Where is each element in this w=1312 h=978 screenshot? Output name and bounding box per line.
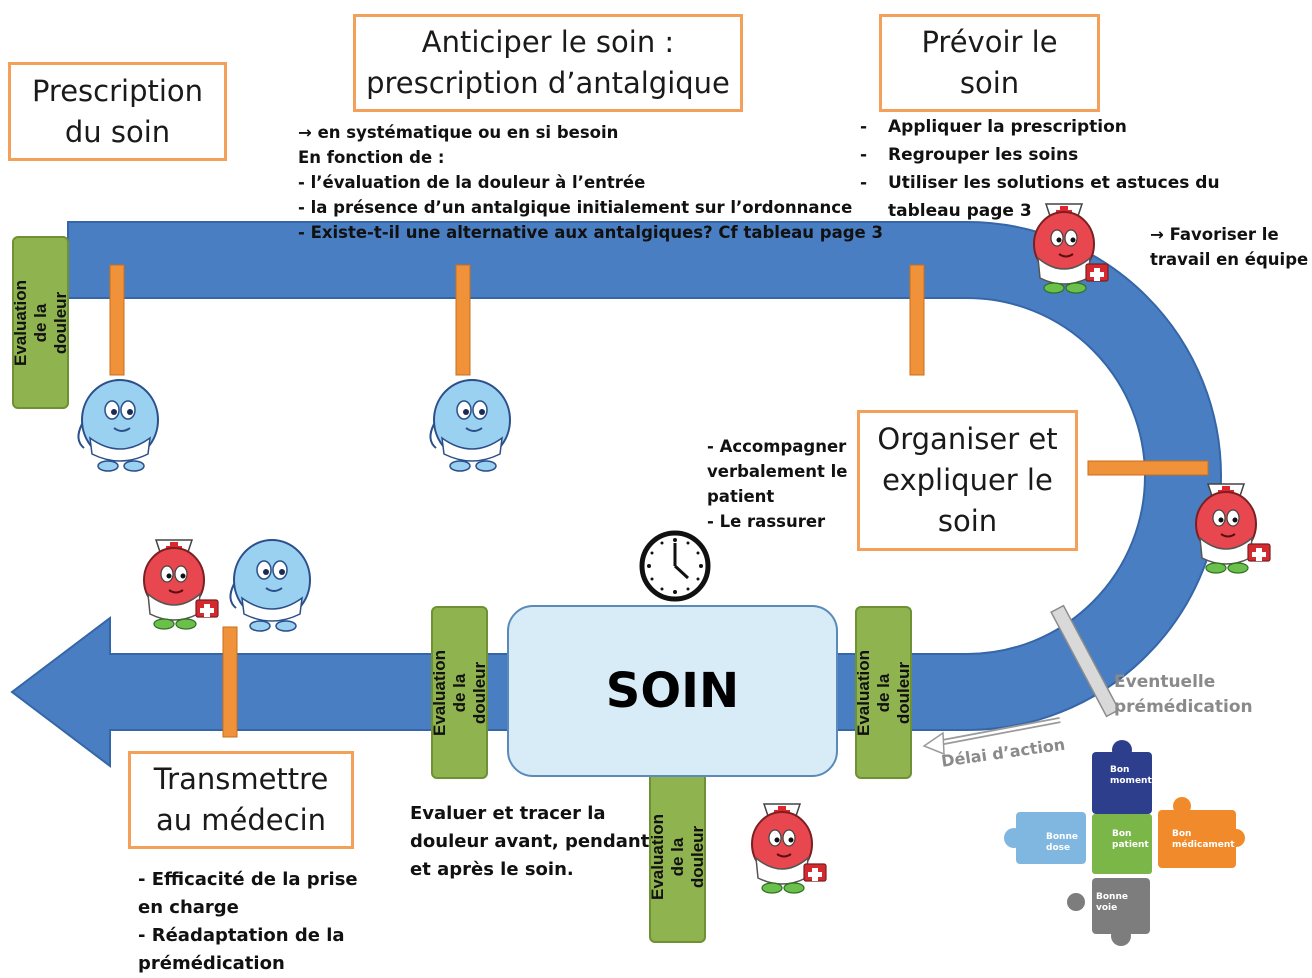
tick-prevoir [909,264,925,376]
puzzle-label-left: Bonne dose [1046,832,1078,853]
step-box-prevoir: Prévoir le soin [879,14,1100,112]
puzzle-icon [1004,740,1245,946]
evaluation-box-after: Evaluation de la douleur [853,606,913,779]
blue-pill-doctor-icon [77,379,159,472]
tick-transmettre [222,626,238,738]
evaluation-label: Evaluation de la douleur [647,813,707,900]
evaluation-box-start: Evaluation de la douleur [10,236,70,409]
prevoir-item: Appliquer la prescription [860,113,1220,141]
transmettre-note: - Efficacité de la prise en charge - Réa… [138,869,358,974]
tick-organiser [1087,460,1209,476]
puzzle-label-top: Bon moment [1110,765,1152,786]
puzzle-piece-top [1092,752,1152,814]
step-box-organiser: Organiser et expliquer le soin [857,410,1078,551]
accompagner-note: - Accompagner verbalement le patient - L… [707,437,848,531]
step-box-anticiper: Anticiper le soin : prescription d’antal… [353,14,743,112]
step-label-transmettre: Transmettre au médecin [153,762,329,837]
puzzle-label-center: Bon patient [1112,829,1149,850]
delai-arrow [922,717,1061,756]
puzzle-label-bottom: Bonne voie [1096,892,1128,913]
prevoir-item: Regrouper les soins [860,141,1220,169]
clock-icon [639,530,711,602]
tick-anticiper [455,264,471,376]
soin-label: SOIN [605,663,740,719]
evaluation-label: Evaluation de la douleur [10,279,70,366]
step-label-anticiper: Anticiper le soin : prescription d’antal… [366,25,730,100]
puzzle-piece-center [1092,814,1152,874]
step-box-transmettre: Transmettre au médecin [128,751,354,849]
soin-box: SOIN [507,605,838,777]
puzzle-piece-bottom [1092,878,1150,934]
blue-pill-doctor-icon [229,539,311,632]
red-pill-nurse-icon [143,539,219,630]
step-label-organiser: Organiser et expliquer le soin [877,422,1058,538]
anticiper-notes: → en systématique ou en si besoin En fon… [298,123,883,242]
equipe-note: → Favoriser le travail en équipe [1150,225,1309,269]
puzzle-label-right: Bon médicament [1172,829,1235,850]
puzzle-piece-right [1158,810,1236,868]
evaluation-box-before: Evaluation de la douleur [429,606,489,779]
tick-prescription [109,264,125,376]
evaluer-tracer-note: Evaluer et tracer la douleur avant, pend… [410,803,650,880]
premedication-note: Eventuelle prémédication [1114,672,1253,717]
step-box-prescription: Prescription du soin [8,62,227,161]
step-label-prescription: Prescription du soin [31,73,204,149]
puzzle-piece-left [1016,812,1086,864]
evaluation-label: Evaluation de la douleur [429,649,489,736]
evaluation-label: Evaluation de la douleur [853,649,913,736]
red-pill-nurse-icon [751,803,827,894]
prevoir-item: Utiliser les solutions et astuces du tab… [860,169,1220,225]
step-label-prevoir: Prévoir le soin [921,25,1058,100]
premedication-bar [1050,604,1120,718]
evaluation-box-during: Evaluation de la douleur [647,770,707,943]
prevoir-list: Appliquer la prescription Regrouper les … [860,113,1220,225]
blue-pill-doctor-icon [429,379,511,472]
